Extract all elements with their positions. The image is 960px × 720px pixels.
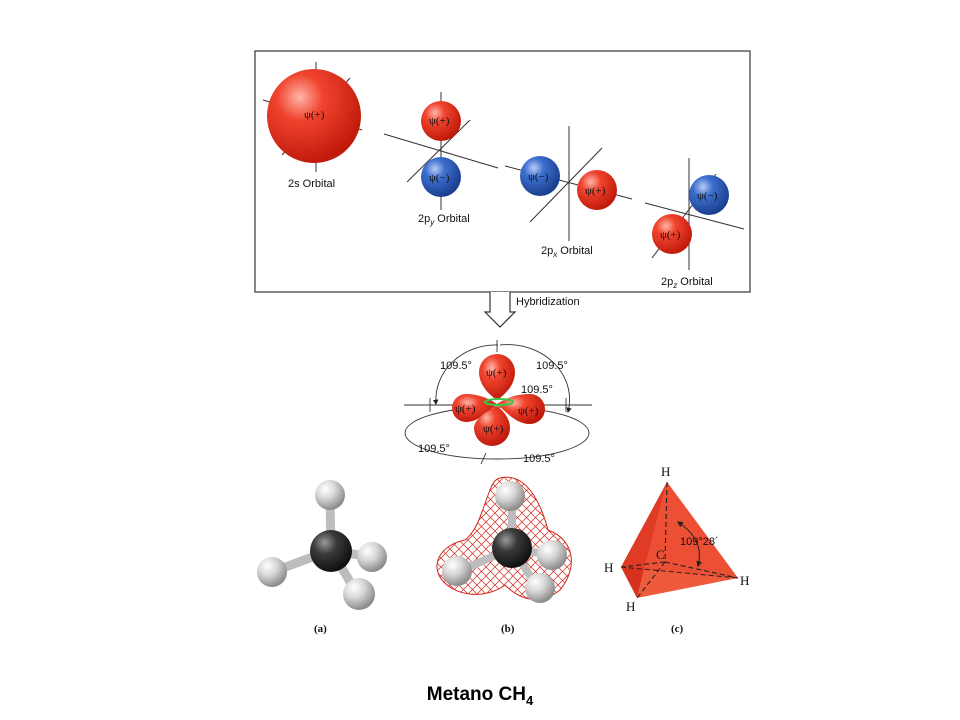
2s-orbital-label: 2s Orbital — [288, 178, 335, 190]
carbon-atom — [310, 530, 352, 572]
sp3-lobe-right — [497, 394, 545, 424]
2px-orbital-label: 2px Orbital — [541, 245, 593, 259]
2py-orbital-label: 2py Orbital — [418, 213, 470, 227]
2pz-psi-bottom: ψ(+) — [660, 229, 681, 241]
2px-psi-right: ψ(+) — [585, 185, 606, 197]
2pz-orbital-label: 2pz Orbital — [661, 276, 713, 290]
2pz-psi-top: ψ(−) — [697, 190, 718, 202]
2pz-bottom-lobe — [652, 214, 692, 254]
sp3-lobe-bottom — [474, 406, 510, 446]
2py-psi-top: ψ(+) — [429, 115, 450, 127]
mesh-hydrogen-top — [495, 481, 525, 511]
2py-top-lobe — [421, 101, 461, 141]
2s-psi-label: ψ(+) — [304, 109, 325, 121]
orbital-2py: ψ(+) ψ(−) 2py Orbital — [383, 92, 499, 227]
sp3-psi-left: ψ(+) — [455, 403, 476, 415]
atomic-orbitals-panel: ψ(+) 2s Orbital ψ(+) ψ(−) 2py Orbital ψ(… — [254, 50, 751, 293]
orbital-2px: ψ(−) ψ(+) 2px Orbital — [504, 126, 633, 259]
sp3-psi-bottom: ψ(+) — [483, 423, 504, 435]
2pz-top-lobe — [689, 175, 729, 215]
angle-top-left: 109.5° — [440, 360, 472, 372]
hydrogen-atom-top — [315, 480, 345, 510]
2s-sphere — [267, 69, 361, 163]
2py-bottom-lobe — [421, 157, 461, 197]
atom-label-h-top: H — [661, 464, 670, 479]
tetrahedron-model: 109°28´ C H H H H (c) — [604, 464, 749, 635]
orbital-2s: ψ(+) 2s Orbital — [262, 62, 363, 190]
caption-text: Metano CH — [426, 684, 526, 705]
sp3-hybrid-orbitals: ψ(+) ψ(+) ψ(+) ψ(+) 109.5° 109.5° 109.5°… — [404, 340, 592, 465]
hydrogen-atom-left — [257, 557, 287, 587]
orbital-2pz: ψ(−) ψ(+) 2pz Orbital — [644, 158, 745, 290]
mesh-hydrogen-bottom — [525, 573, 555, 603]
caption-subscript: 4 — [526, 692, 534, 708]
atom-label-h-right: H — [740, 573, 749, 588]
hydrogen-atom-bottom — [343, 578, 375, 610]
down-arrow-icon — [483, 292, 517, 328]
atom-label-h-bottom: H — [626, 599, 635, 614]
tetra-angle-label: 109°28´ — [680, 536, 719, 548]
angle-top-right: 109.5° — [536, 360, 568, 372]
angle-bottom-right: 109.5° — [523, 453, 555, 465]
sp3-lobe-top — [479, 354, 515, 400]
electron-density-model: (b) — [436, 476, 572, 635]
hybridization-label: Hybridization — [516, 296, 580, 308]
mesh-hydrogen-right — [537, 540, 567, 570]
ball-and-stick-model: (a) — [257, 480, 387, 635]
slide-caption: Metano CH4 — [0, 684, 960, 708]
2px-right-lobe — [577, 170, 617, 210]
panel-label-b: (b) — [501, 623, 515, 635]
angle-bottom-left: 109.5° — [418, 443, 450, 455]
mesh-carbon-atom — [492, 528, 532, 568]
panel-label-a: (a) — [314, 623, 327, 635]
atom-label-h-left: H — [604, 560, 613, 575]
panel-label-c: (c) — [671, 623, 684, 635]
hydrogen-atom-right — [357, 542, 387, 572]
mesh-hydrogen-left — [442, 556, 472, 586]
tetra-face-back — [621, 482, 738, 578]
2px-left-lobe — [520, 156, 560, 196]
atom-label-c: C — [656, 547, 665, 562]
hybridization-arrow: Hybridization — [483, 292, 580, 328]
angle-center: 109.5° — [521, 384, 553, 396]
sp3-psi-right: ψ(+) — [518, 405, 539, 417]
2px-psi-left: ψ(−) — [528, 171, 549, 183]
2py-psi-bottom: ψ(−) — [429, 172, 450, 184]
sp3-psi-top: ψ(+) — [486, 367, 507, 379]
sp3-center-ring — [484, 398, 514, 406]
